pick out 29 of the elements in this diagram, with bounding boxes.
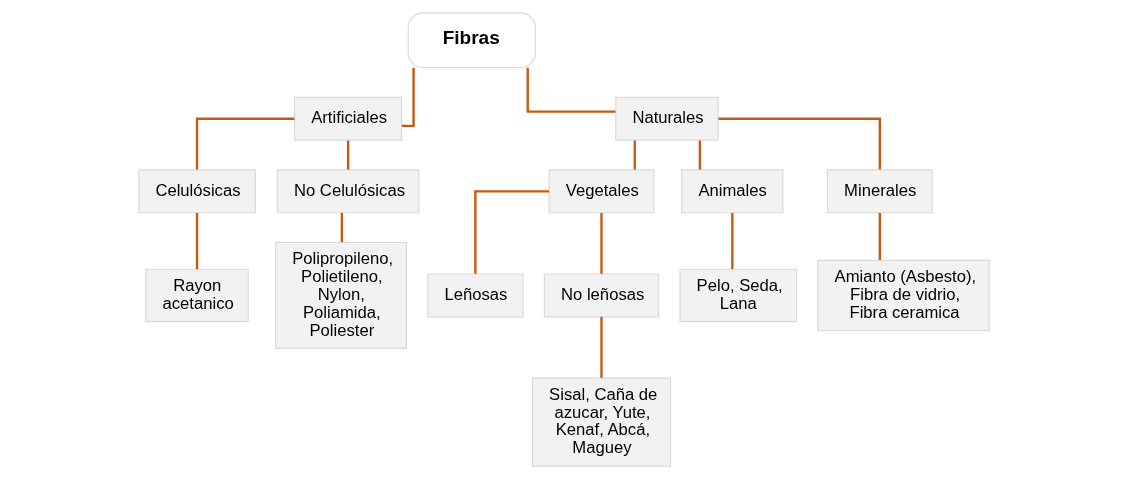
connector <box>730 212 733 270</box>
node-box: Sisal, Caña de azucar, Yute, Kenaf, Abcá, Maguey <box>531 377 671 467</box>
node-box: Artificiales <box>293 96 402 141</box>
connector <box>633 140 636 170</box>
node-box: Fibras <box>407 12 536 69</box>
node-box: Pelo, Seda, Lana <box>678 268 797 323</box>
node-box: Naturales <box>614 96 719 141</box>
node-box: Minerales <box>826 169 933 214</box>
connector <box>526 67 615 113</box>
connector <box>401 67 415 128</box>
node-box: Polipropileno, Polietileno, Nylon, Poliamida, Poliester <box>274 241 407 349</box>
connector <box>599 212 603 274</box>
connector <box>340 212 343 243</box>
node-box: Vegetales <box>548 169 654 214</box>
connector <box>473 190 549 274</box>
connector <box>195 117 294 170</box>
connector <box>195 212 198 270</box>
connector <box>878 212 881 260</box>
connector <box>346 140 349 170</box>
connector <box>698 140 701 170</box>
node-box: Amianto (Asbesto), Fibra de vidrio, Fibra ceramica <box>816 259 990 332</box>
connector <box>717 117 881 170</box>
connector <box>599 316 603 378</box>
node-box: No Celulósicas <box>276 169 419 214</box>
node-box: Rayon acetanico <box>144 268 249 323</box>
node-box: Leñosas <box>426 273 524 318</box>
node-box: No leñosas <box>543 273 659 318</box>
node-box: Animales <box>680 169 783 214</box>
node-box: Celulósicas <box>137 169 256 214</box>
